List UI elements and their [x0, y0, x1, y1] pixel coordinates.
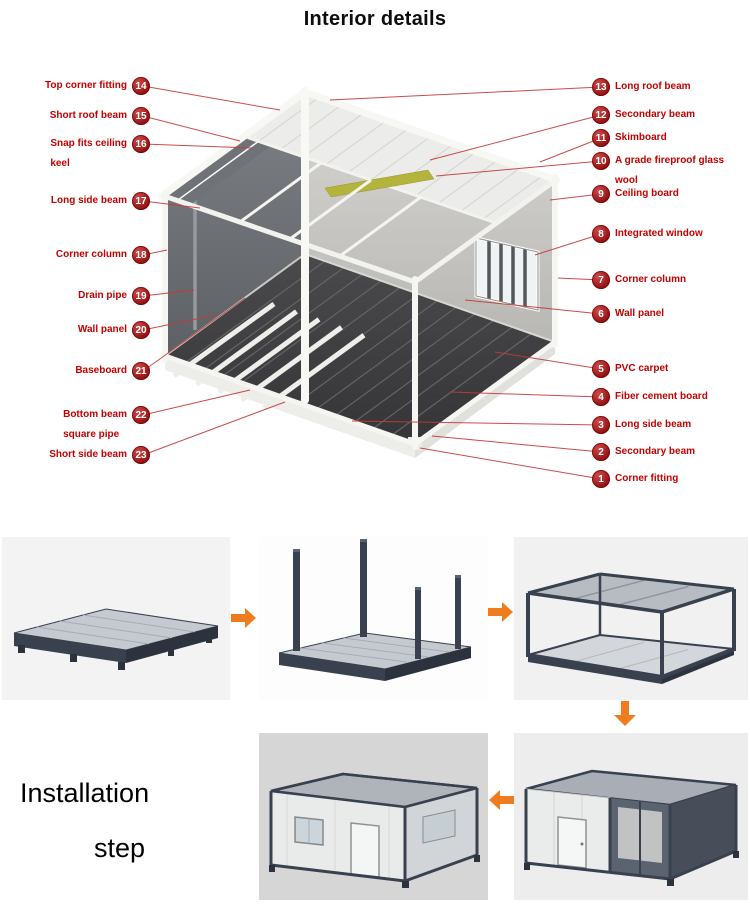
- callout-top-corner-fitting: Top corner fitting 14: [0, 76, 150, 96]
- install-step-3-image: [514, 537, 748, 700]
- callout-number-badge: 14: [132, 77, 150, 95]
- callout-number-badge: 22: [132, 406, 150, 424]
- fireproof-glass-wool: [324, 169, 435, 198]
- callout-label: Top corner fitting: [44, 80, 127, 91]
- integrated-window: [474, 236, 540, 312]
- callout-number-badge: 12: [592, 106, 610, 124]
- callout-long-side-beam-right: 3 Long side beam: [592, 415, 750, 435]
- callout-skimboard: 11 Skimboard: [592, 128, 750, 148]
- callout-secondary-beam-floor: 2 Secondary beam: [592, 442, 750, 462]
- callout-short-roof-beam: Short roof beam 15: [0, 106, 150, 126]
- callout-number-badge: 21: [132, 362, 150, 380]
- callout-label: Integrated window: [615, 228, 703, 239]
- callout-corner-column-right: 7 Corner column: [592, 270, 750, 290]
- callout-long-roof-beam: 13 Long roof beam: [592, 77, 750, 97]
- interior-diagram-graphic: [142, 85, 602, 480]
- callout-long-side-beam: Long side beam 17: [0, 191, 150, 211]
- callout-number-badge: 18: [132, 246, 150, 264]
- callout-label: Corner fitting: [615, 473, 679, 484]
- callout-wall-panel-right: 6 Wall panel: [592, 304, 750, 324]
- callout-snap-fits-ceiling-keel: Snap fits ceiling keel 16: [0, 134, 150, 174]
- installation-heading-line1: Installation: [20, 778, 150, 808]
- leader-lines-right: [329, 86, 602, 480]
- callout-number-badge: 9: [592, 185, 610, 203]
- callout-fireproof-glass-wool: 10 A grade fireproof glass wool: [592, 151, 750, 191]
- callout-number-badge: 16: [132, 135, 150, 153]
- install-step-2-image: [259, 537, 488, 700]
- callout-label: Fiber cement board: [615, 391, 708, 402]
- callout-number-badge: 6: [592, 305, 610, 323]
- callout-label: Wall panel: [615, 308, 665, 319]
- callout-number-badge: 4: [592, 388, 610, 406]
- installation-heading-line2: step: [94, 833, 146, 863]
- callout-corner-column: Corner column 18: [0, 245, 150, 265]
- callout-number-badge: 5: [592, 360, 610, 378]
- install-step-5-image: [259, 733, 488, 900]
- callout-number-badge: 11: [592, 129, 610, 147]
- callout-drain-pipe: Drain pipe 19: [0, 286, 150, 306]
- callout-number-badge: 23: [132, 446, 150, 464]
- callout-label: Bottom beam square pipe: [63, 409, 127, 440]
- callout-label: Long roof beam: [615, 81, 691, 92]
- callout-label: Wall panel: [77, 324, 127, 335]
- callout-label: Short side beam: [49, 449, 127, 460]
- callout-label: Snap fits ceiling keel: [50, 138, 127, 169]
- callout-integrated-window: 8 Integrated window: [592, 224, 750, 244]
- callout-number-badge: 17: [132, 192, 150, 210]
- callout-label: Baseboard: [75, 365, 127, 376]
- arrow-right-icon: [488, 602, 513, 622]
- callout-baseboard: Baseboard 21: [0, 361, 150, 381]
- callout-label: Secondary beam: [615, 109, 696, 120]
- callout-number-badge: 19: [132, 287, 150, 305]
- callout-number-badge: 8: [592, 225, 610, 243]
- baseboard: [304, 253, 556, 343]
- callout-number-badge: 15: [132, 107, 150, 125]
- callout-label: Drain pipe: [78, 290, 127, 301]
- callout-short-side-beam: Short side beam 23: [0, 445, 150, 465]
- callout-corner-fitting: 1 Corner fitting: [592, 469, 750, 489]
- installation-step-heading: Installation step: [20, 780, 149, 862]
- callout-ceiling-board: 9 Ceiling board: [592, 184, 750, 204]
- callout-label: Skimboard: [615, 132, 667, 143]
- callout-label: A grade fireproof glass wool: [615, 155, 725, 186]
- callout-label: Ceiling board: [615, 188, 679, 199]
- callout-label: Long side beam: [615, 419, 692, 430]
- callout-label: Corner column: [55, 249, 127, 260]
- arrow-down-icon: [614, 701, 636, 726]
- callout-pvc-carpet: 5 PVC carpet: [592, 359, 750, 379]
- callout-number-badge: 20: [132, 321, 150, 339]
- arrow-right-icon: [231, 608, 256, 628]
- callout-number-badge: 13: [592, 78, 610, 96]
- install-step-1-image: [2, 537, 230, 700]
- callout-label: Long side beam: [50, 195, 127, 206]
- callout-number-badge: 1: [592, 470, 610, 488]
- callout-label: PVC carpet: [615, 363, 669, 374]
- callout-label: Corner column: [615, 274, 687, 285]
- callout-fiber-cement-board: 4 Fiber cement board: [592, 387, 750, 407]
- arrow-left-icon: [489, 790, 514, 810]
- callout-secondary-beam: 12 Secondary beam: [592, 105, 750, 125]
- callout-number-badge: 3: [592, 416, 610, 434]
- callout-label: Secondary beam: [615, 446, 696, 457]
- callout-number-badge: 2: [592, 443, 610, 461]
- install-step-4-image: [514, 733, 748, 900]
- callout-wall-panel: Wall panel 20: [0, 320, 150, 340]
- steel-frame: [158, 87, 561, 450]
- callout-label: Short roof beam: [49, 110, 127, 121]
- callout-number-badge: 10: [592, 152, 610, 170]
- page-title: Interior details: [303, 8, 447, 30]
- callout-bottom-beam-square-pipe: Bottom beam square pipe 22: [0, 405, 150, 445]
- callout-number-badge: 7: [592, 271, 610, 289]
